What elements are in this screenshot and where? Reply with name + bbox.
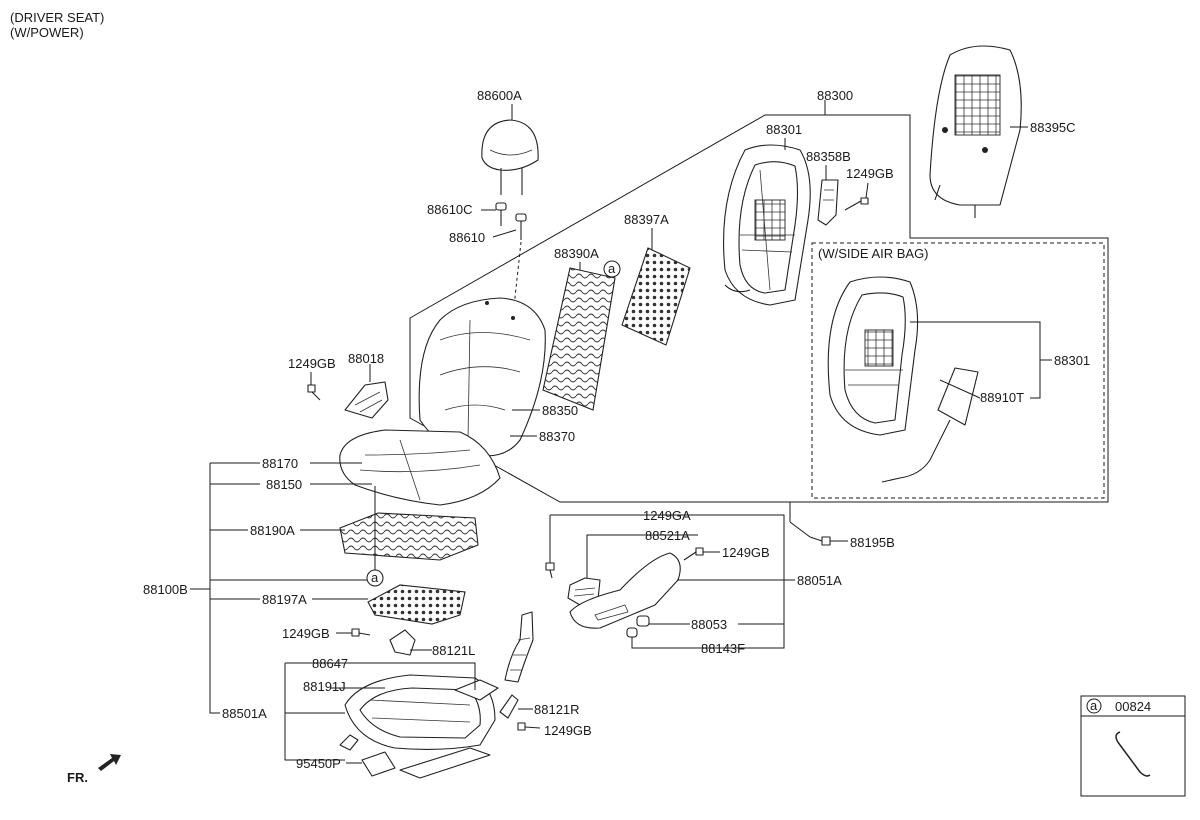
label-88397A: 88397A bbox=[624, 212, 669, 227]
front-arrow-icon bbox=[98, 754, 121, 771]
module-95450P bbox=[361, 751, 396, 777]
label-88501A: 88501A bbox=[222, 706, 267, 721]
bolt-1249GB-mid bbox=[351, 628, 371, 637]
cover-88018 bbox=[344, 381, 389, 419]
side-cover-88051A bbox=[569, 552, 681, 629]
ref-marker-top bbox=[603, 260, 621, 278]
headrest-guide-88610C bbox=[495, 202, 507, 226]
label-88190A: 88190A bbox=[250, 523, 295, 538]
label-88610C: 88610C bbox=[427, 202, 473, 217]
label-88390A: 88390A bbox=[554, 246, 599, 261]
label-88521A: 88521A bbox=[645, 528, 690, 543]
label-88647: 88647 bbox=[312, 656, 348, 671]
seat-cushion-88170 bbox=[339, 429, 501, 506]
seat-heater-88190A bbox=[339, 512, 479, 561]
ref-marker-top-label: a bbox=[608, 261, 616, 276]
side-airbag-inset bbox=[811, 242, 1105, 499]
bolt-88195B bbox=[809, 536, 831, 546]
front-label: FR. bbox=[67, 770, 88, 785]
cable-88647 bbox=[504, 611, 534, 683]
label-88197A: 88197A bbox=[262, 592, 307, 607]
label-88910T: 88910T bbox=[980, 390, 1024, 405]
legend-marker-label: a bbox=[1090, 698, 1098, 713]
label-1249GB-top: 1249GB bbox=[846, 166, 894, 181]
heater-pad-88390A bbox=[542, 267, 616, 411]
seatback-frame-88301 bbox=[723, 144, 811, 306]
bolt-1249GB-top bbox=[844, 197, 869, 211]
label-88370: 88370 bbox=[539, 429, 575, 444]
legend-box bbox=[1080, 695, 1186, 797]
label-88121L: 88121L bbox=[432, 643, 475, 658]
bolt-1249GB-left bbox=[307, 384, 321, 401]
label-88358B: 88358B bbox=[806, 149, 851, 164]
label-88100B: 88100B bbox=[143, 582, 188, 597]
knob-88143F bbox=[626, 627, 638, 638]
label-88350: 88350 bbox=[542, 403, 578, 418]
seatback-frame-88301-inset bbox=[827, 276, 919, 436]
label-88053: 88053 bbox=[691, 617, 727, 632]
bracket-88358B bbox=[817, 179, 839, 226]
label-88600A: 88600A bbox=[477, 88, 522, 103]
bracket-88121L bbox=[389, 629, 416, 656]
inset-label: (W/SIDE AIR BAG) bbox=[818, 246, 929, 261]
label-1249GB-side: 1249GB bbox=[722, 545, 770, 560]
label-88395C: 88395C bbox=[1030, 120, 1076, 135]
side-airbag-module-88910T bbox=[881, 367, 979, 483]
label-1249GB-bot: 1249GB bbox=[544, 723, 592, 738]
label-88301-inset: 88301 bbox=[1054, 353, 1090, 368]
label-1249GA: 1249GA bbox=[643, 508, 691, 523]
title-line-1: (DRIVER SEAT) bbox=[10, 10, 104, 25]
headrest-guide-88610 bbox=[515, 213, 527, 240]
label-88191J: 88191J bbox=[303, 679, 346, 694]
label-88143F: 88143F bbox=[701, 641, 745, 656]
back-panel-88395C bbox=[929, 45, 1022, 218]
clip-00824 bbox=[1115, 731, 1151, 777]
legend-part-no: 00824 bbox=[1115, 699, 1151, 714]
label-1249GB-mid: 1249GB bbox=[282, 626, 330, 641]
label-95450P: 95450P bbox=[296, 756, 341, 771]
legend-marker bbox=[1086, 698, 1102, 714]
lumbar-support-88397A bbox=[621, 247, 691, 346]
seat-mat-88197A bbox=[367, 584, 466, 625]
label-1249GB-left: 1249GB bbox=[288, 356, 336, 371]
label-88150: 88150 bbox=[266, 477, 302, 492]
label-88300: 88300 bbox=[817, 88, 853, 103]
bolt-1249GA bbox=[545, 562, 555, 579]
bracket-88121R bbox=[499, 694, 519, 719]
label-88301-top: 88301 bbox=[766, 122, 802, 137]
label-88051A: 88051A bbox=[797, 573, 842, 588]
headrest-88600A bbox=[481, 119, 539, 195]
title-line-2: (W/POWER) bbox=[10, 25, 84, 40]
label-88121R: 88121R bbox=[534, 702, 580, 717]
knob-88053 bbox=[636, 615, 650, 627]
ref-marker-mid-label: a bbox=[371, 570, 379, 585]
seat-track-88501A bbox=[339, 674, 499, 779]
label-88170: 88170 bbox=[262, 456, 298, 471]
bolt-1249GB-bot bbox=[517, 722, 541, 731]
bolt-1249GB-side bbox=[683, 547, 704, 561]
label-88610: 88610 bbox=[449, 230, 485, 245]
label-88018: 88018 bbox=[348, 351, 384, 366]
label-88195B: 88195B bbox=[850, 535, 895, 550]
